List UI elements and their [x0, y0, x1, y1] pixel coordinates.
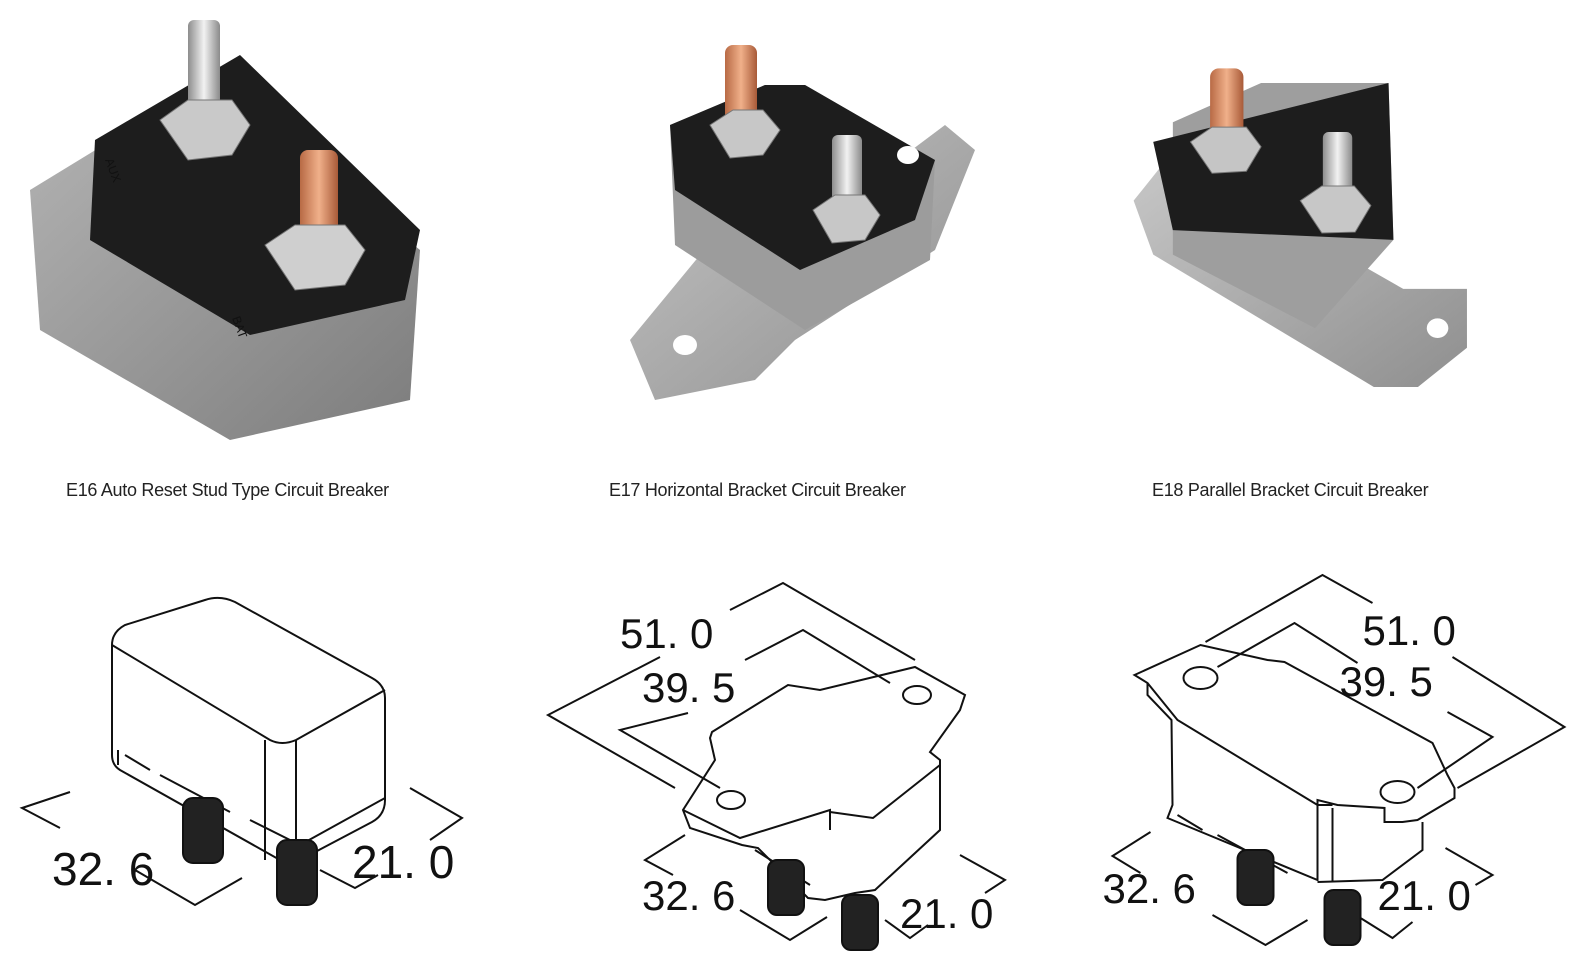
dim-overall-e18: 51. 0	[1363, 607, 1456, 654]
dim-overall-e17: 51. 0	[620, 610, 713, 657]
dim-length-e18: 32. 6	[1103, 865, 1196, 912]
dimension-drawing-e18: 51. 0 39. 5 32. 6 21. 0	[1103, 573, 1567, 947]
dim-length-e16: 32. 6	[52, 843, 154, 895]
dimension-drawing-e16: 32. 6 21. 0	[19, 596, 464, 907]
dim-width-e16: 21. 0	[352, 836, 454, 888]
product-caption-e18: E18 Parallel Bracket Circuit Breaker	[1152, 480, 1429, 500]
dim-width-e17: 21. 0	[900, 890, 993, 937]
product-photo-e17	[630, 45, 975, 400]
dim-holes-e18: 39. 5	[1340, 658, 1433, 705]
product-caption-e16: E16 Auto Reset Stud Type Circuit Breaker	[66, 480, 389, 500]
dimension-drawing-e17: 51. 0 39. 5 32. 6 21. 0	[545, 581, 1007, 951]
dim-length-e17: 32. 6	[642, 872, 735, 919]
product-photo-e16: AUX BAT	[30, 20, 420, 440]
dim-width-e18: 21. 0	[1378, 872, 1471, 919]
product-photo-e18	[1133, 68, 1467, 387]
dim-holes-e17: 39. 5	[642, 664, 735, 711]
product-caption-e17: E17 Horizontal Bracket Circuit Breaker	[609, 480, 906, 500]
